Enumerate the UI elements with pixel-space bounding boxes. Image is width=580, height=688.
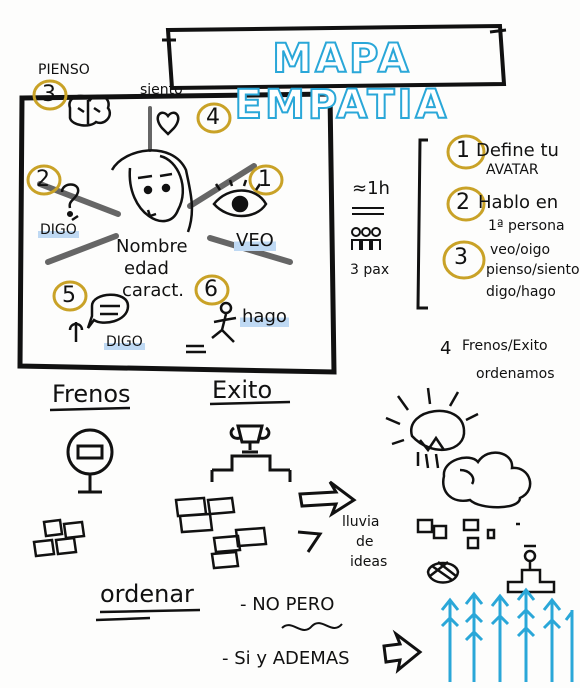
podium-icon — [506, 544, 556, 594]
time-estimate: ≈1h — [352, 178, 390, 199]
label-digo-left: DIGO — [38, 222, 79, 238]
label-digo-bottom: DIGO — [104, 334, 145, 350]
label-pienso: PIENSO — [38, 62, 90, 78]
reeds-graphic — [440, 587, 574, 682]
exito-underline — [209, 400, 291, 406]
arrow-curve-icon — [297, 530, 323, 553]
sticky-notes-left — [32, 518, 86, 558]
label-ordenar: ordenar — [100, 580, 194, 608]
brake-icon — [66, 428, 114, 494]
title-banner — [162, 23, 507, 91]
basket-icon — [426, 561, 460, 584]
sticky-notes-right — [416, 518, 520, 550]
speech-bubble-icon — [68, 293, 130, 342]
step-2-line2: 1ª persona — [488, 218, 565, 234]
number-2: 2 — [36, 167, 50, 192]
step-3-line2: pienso/siento — [486, 262, 580, 278]
heart-icon — [156, 111, 180, 136]
ordenar-underline — [95, 608, 201, 622]
label-no-pero: - NO PERO — [240, 594, 335, 615]
eye-icon — [212, 179, 268, 218]
label-exito: Exito — [212, 376, 273, 404]
trophy-icon — [210, 424, 292, 482]
page-title: MAPA EMPATIA — [234, 35, 450, 129]
number-circles — [26, 79, 486, 312]
question-icon — [60, 183, 80, 222]
step-4-line1: Frenos/Exito — [462, 338, 548, 354]
center-name: Nombre — [116, 236, 188, 257]
step-4-number: 4 — [440, 338, 452, 359]
center-age: edad — [124, 258, 169, 279]
lightbulb-icon — [385, 387, 479, 469]
cloud-icon — [441, 451, 532, 509]
step-1-line1: Define tu — [476, 140, 559, 161]
label-hago: hago — [240, 306, 289, 327]
step-1-line2: AVATAR — [486, 162, 539, 178]
label-lluvia: lluvia — [342, 514, 380, 530]
label-ideas: ideas — [350, 554, 388, 570]
squiggle-line — [281, 622, 343, 631]
brain-icon — [68, 94, 112, 127]
label-si-ademas: - Si y ADEMAS — [222, 648, 350, 669]
sticky-notes-middle — [174, 496, 268, 570]
step-3-line1: veo/oigo — [490, 242, 551, 258]
label-de: de — [356, 534, 374, 550]
number-4: 4 — [206, 105, 220, 130]
arrow-right-icon — [298, 480, 357, 518]
step-3-number: 3 — [454, 245, 468, 270]
frenos-underline — [49, 406, 131, 412]
running-person-icon — [186, 301, 237, 354]
arrow-bottom-icon — [382, 629, 423, 674]
steps-bracket — [416, 138, 428, 310]
label-siento: siento — [140, 82, 183, 98]
number-6: 6 — [204, 277, 218, 302]
step-3-line3: digo/hago — [486, 284, 556, 300]
number-1: 1 — [258, 167, 272, 192]
center-traits: caract. — [122, 280, 185, 301]
people-icon — [351, 207, 384, 250]
step-4-line2: ordenamos — [476, 366, 555, 382]
label-frenos: Frenos — [52, 380, 131, 408]
label-veo: VEO — [234, 230, 276, 251]
avatar-face-icon — [110, 149, 194, 233]
step-1-number: 1 — [456, 138, 470, 163]
step-2-line1: Hablo en — [478, 192, 559, 213]
people-count: 3 pax — [350, 262, 390, 278]
number-5: 5 — [62, 283, 76, 308]
step-2-number: 2 — [456, 190, 470, 215]
number-3: 3 — [42, 82, 56, 107]
